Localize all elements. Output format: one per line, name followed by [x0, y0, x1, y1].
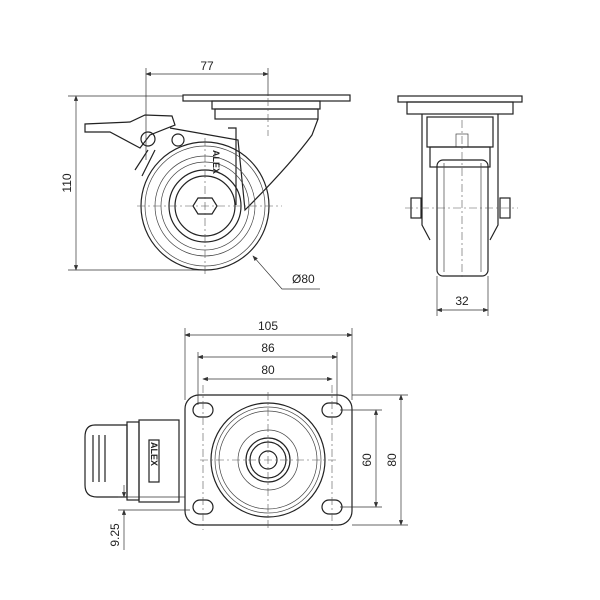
dim-110: 110 — [60, 173, 74, 192]
side-logo: ALEX — [211, 150, 221, 174]
dim-diameter-80: Ø80 — [292, 272, 315, 286]
top-view: ALEX 105 86 80 60 80 9.25 — [84, 319, 408, 550]
top-logo: ALEX — [149, 442, 159, 466]
dim-105: 105 — [258, 319, 278, 333]
dim-9-25: 9.25 — [108, 523, 122, 547]
dim-77: 77 — [200, 59, 214, 73]
wheel — [436, 159, 489, 277]
dim-86: 86 — [261, 341, 275, 355]
front-view: 32 — [397, 95, 523, 316]
dim-32: 32 — [455, 294, 469, 308]
side-view: ALEX 77 110 Ø80 — [60, 59, 351, 290]
dim-80-horizontal: 80 — [261, 363, 275, 377]
dim-80-vertical: 80 — [385, 453, 399, 467]
brake-pedal — [84, 424, 128, 498]
brake-lever — [84, 114, 176, 149]
dim-60: 60 — [360, 453, 374, 467]
mounting-plate — [184, 394, 353, 526]
